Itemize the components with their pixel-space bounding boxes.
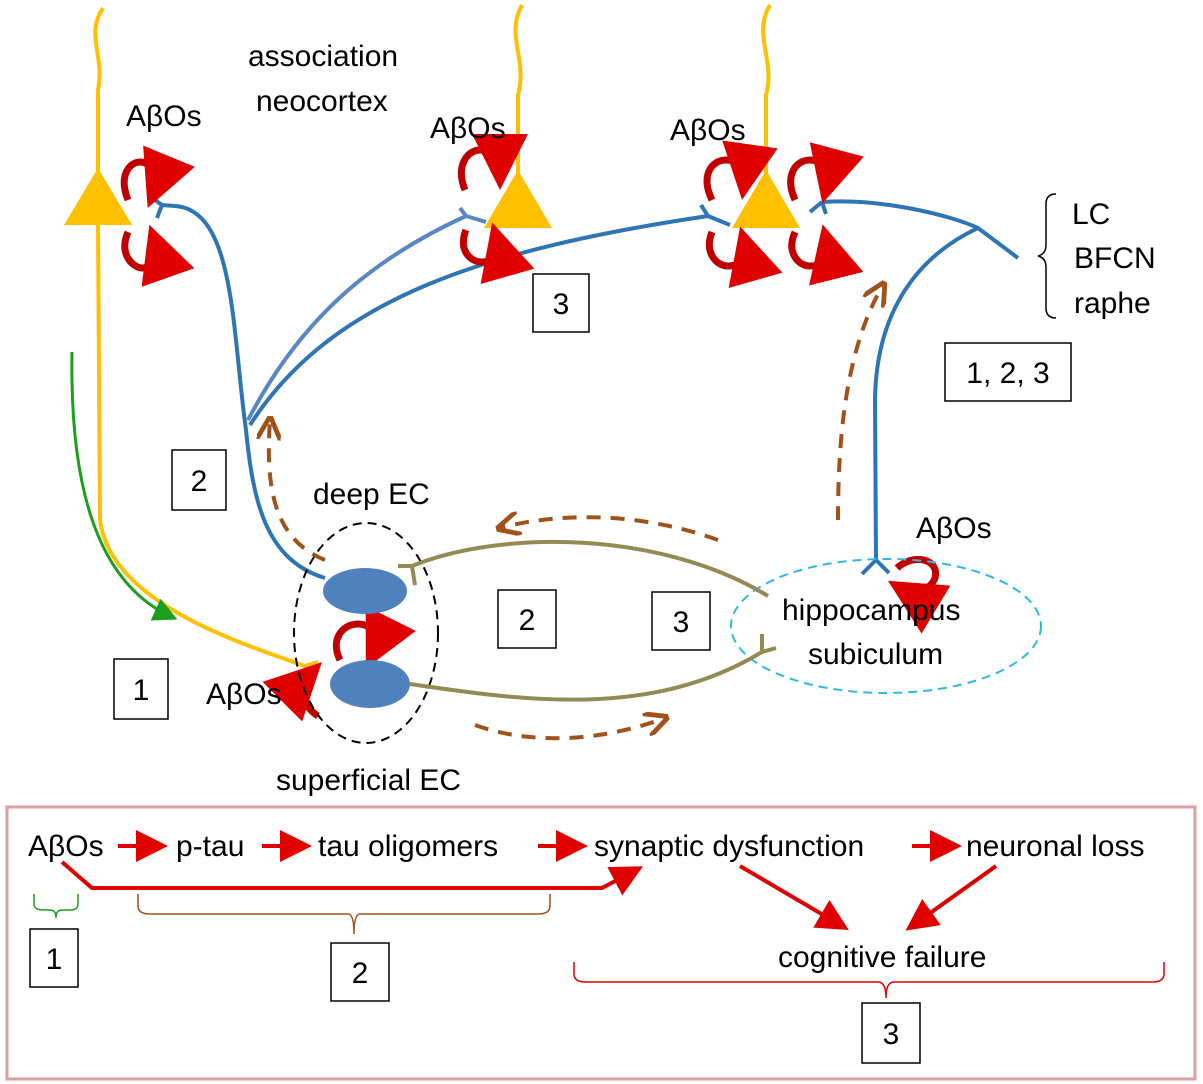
apical-dendrite-2 [513, 4, 524, 182]
axon-to-neuron-1 [174, 204, 326, 580]
green-arrow [70, 351, 178, 621]
abos-label-1: AβOs [126, 100, 202, 133]
superficial-ec-cell [330, 660, 410, 708]
subcortical-terminal [808, 200, 828, 215]
box-3-mid-text: 3 [673, 606, 690, 639]
abos-label-2: AβOs [430, 112, 506, 145]
association-label: association [248, 40, 398, 73]
lc-label: LC [1072, 198, 1110, 231]
ec-outline [293, 522, 439, 744]
spread-arrows [269, 285, 883, 741]
abo-ring-ec-top [332, 605, 416, 669]
perforant-path [398, 540, 777, 702]
abos-ec-label: AβOs [206, 678, 282, 711]
stage-2-box: 2 [330, 942, 390, 1002]
spread-arrow-hippocampus-to-cortex [836, 285, 883, 521]
box-1-2-3-text: 1, 2, 3 [966, 357, 1049, 390]
long-axon-1 [96, 224, 306, 668]
spread-arrow-ec-to-hippocampus [474, 718, 665, 741]
cascade-ptau: p-tau [176, 830, 244, 863]
box-3-top-text: 3 [553, 288, 570, 321]
apical-dendrite-3 [761, 3, 772, 183]
stage-3-box: 3 [861, 1002, 921, 1064]
cascade-abos: AβOs [28, 830, 104, 863]
box-1-2-3: 1, 2, 3 [944, 342, 1072, 402]
hippocampus-label: hippocampus [782, 594, 960, 627]
stage-1-box: 1 [29, 928, 79, 988]
subcortical-axon [821, 199, 1020, 260]
axon-terminal-neuron-2 [458, 206, 487, 224]
raphe-label: raphe [1074, 287, 1151, 320]
deep-ec-terminal [398, 564, 417, 586]
axon-to-neuron-2 [246, 214, 467, 421]
abo-ring-1-bottom [121, 224, 195, 287]
hippocampal-output-terminal [860, 558, 891, 576]
arrow-synaptic-cognitive [738, 864, 849, 931]
subcortical-brace [1037, 193, 1057, 319]
abo-ring-3-top [703, 140, 778, 202]
hippocampal-output-axon [872, 226, 979, 561]
box-3-top: 3 [532, 273, 590, 333]
box-2-mid: 2 [497, 589, 557, 649]
box-2-left-text: 2 [191, 465, 208, 498]
hippocampus-to-deep-ec [411, 540, 770, 598]
stage-1-box-text: 1 [46, 943, 63, 976]
blue-axons [146, 193, 1020, 580]
spread-arrow-ec-to-cortex [269, 420, 326, 562]
stage-2-box-text: 2 [352, 957, 369, 990]
box-3-mid: 3 [651, 591, 711, 651]
box-2-mid-text: 2 [519, 604, 536, 637]
cascade-cognitive-failure: cognitive failure [778, 941, 986, 974]
abo-ring-2-bottom [459, 222, 535, 285]
stage-1-brace [33, 894, 79, 919]
abos-label-3: AβOs [670, 114, 746, 147]
neocortex-label: neocortex [256, 85, 388, 118]
box-1-left-text: 1 [133, 674, 150, 707]
abo-ring-1-top [120, 145, 195, 208]
pyramidal-neuron-2 [484, 170, 552, 228]
pyramidal-neuron-1 [64, 168, 132, 225]
box-1-left: 1 [113, 658, 169, 720]
axon-to-neuron-3 [248, 214, 709, 427]
bfcn-label: BFCN [1074, 242, 1156, 275]
circuit-diagram: association neocortex AβOs AβOs AβOs LC … [64, 3, 1156, 797]
stage-3-box-text: 3 [883, 1018, 900, 1051]
arrow-abos-to-synaptic [60, 860, 644, 896]
abo-ring-3-bottom [705, 226, 783, 289]
abo-ring-ec-bottom [262, 662, 322, 722]
arrow-neuronal-loss-cognitive [905, 864, 998, 931]
cascade-tau-oligomers: tau oligomers [318, 830, 498, 863]
stage-2-brace [137, 894, 551, 935]
abo-rings [120, 133, 951, 722]
box-2-left: 2 [171, 449, 227, 511]
axon-terminal-neuron-3 [699, 203, 731, 227]
abo-ring-2-top [457, 133, 528, 192]
abos-hippocampus-label: AβOs [916, 512, 992, 545]
axon-terminal-neuron-1 [146, 193, 176, 219]
cascade-synaptic-dysfunction: synaptic dysfunction [594, 830, 864, 863]
abo-ring-4-bottom [788, 224, 864, 286]
superficial-ec-to-hippocampus [409, 650, 764, 702]
superficial-ec-label: superficial EC [276, 764, 461, 797]
hippocampus-terminal [760, 634, 777, 654]
abo-ring-hippocampus [887, 555, 951, 634]
subiculum-label: subiculum [808, 638, 943, 671]
apical-dendrite-1 [93, 6, 105, 180]
cascade-neuronal-loss: neuronal loss [966, 830, 1144, 863]
abo-ring-4-top [787, 142, 864, 204]
deep-ec-cell [323, 568, 407, 614]
stage-3-brace [573, 962, 1165, 999]
cascade-panel-border [5, 805, 1197, 1081]
spread-arrow-hippocampus-to-ec [500, 517, 719, 542]
deep-ec-label: deep EC [313, 478, 430, 511]
cascade-panel: AβOs p-tau tau oligomers synaptic dysfun… [5, 805, 1197, 1081]
hippocampus-outline [730, 558, 1042, 694]
